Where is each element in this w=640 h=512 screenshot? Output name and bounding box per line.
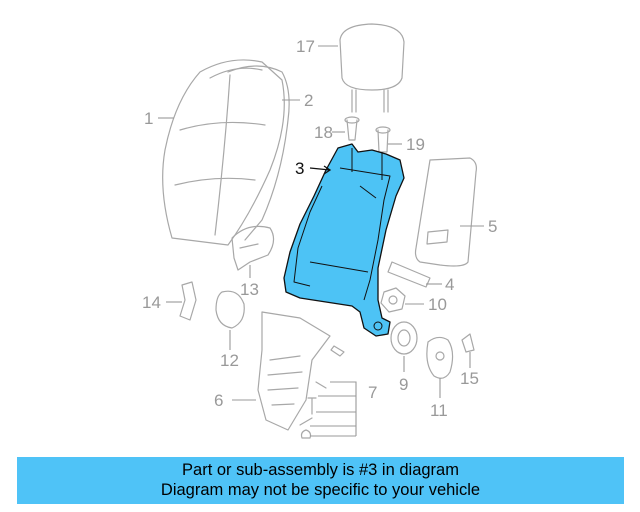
part-11-handle [426, 336, 454, 379]
part-14-clip [179, 281, 197, 321]
callout-9: 9 [399, 375, 408, 394]
callout-7: 7 [368, 383, 377, 402]
part-4-bar [387, 261, 431, 288]
part-3-seat-back-frame [283, 143, 405, 337]
part-6-mechanism [257, 311, 345, 431]
callout-3: 3 [295, 159, 304, 178]
callout-14: 14 [142, 293, 161, 312]
part-18-guide [344, 116, 360, 141]
callout-15: 15 [460, 369, 479, 388]
callout-10: 10 [428, 295, 447, 314]
part-13-bracket [231, 225, 275, 271]
callout-13: 13 [240, 280, 259, 299]
callout-11: 11 [430, 401, 448, 420]
part-12-cover [215, 290, 245, 329]
part-9-knob [390, 321, 418, 355]
part-19-guide [375, 126, 391, 153]
banner-line-disclaimer: Diagram may not be specific to your vehi… [160, 481, 481, 499]
part-3-leader-arrow [309, 165, 332, 175]
callout-12: 12 [220, 351, 239, 370]
callout-2: 2 [304, 91, 313, 110]
callout-1: 1 [144, 109, 153, 128]
part-7-fasteners [299, 381, 327, 439]
leader-lines [158, 45, 484, 437]
callout-18: 18 [314, 123, 333, 142]
info-banner: Part or sub-assembly is #3 in diagram Di… [17, 457, 624, 504]
callout-6: 6 [214, 391, 223, 410]
callout-17: 17 [296, 37, 315, 56]
part-1-seat-cushion [162, 59, 285, 246]
part-2-seat-cover [227, 65, 290, 241]
callout-19: 19 [406, 135, 425, 154]
part-5-back-panel [414, 157, 477, 267]
banner-line-part: Part or sub-assembly is #3 in diagram [182, 461, 459, 479]
callout-4: 4 [445, 275, 454, 294]
callout-5: 5 [488, 217, 497, 236]
part-17-headrest [339, 23, 405, 113]
part-15-cap [461, 333, 475, 353]
seat-parts-diagram: 1 2 3 4 5 6 7 9 10 11 12 13 14 15 17 18 … [142, 23, 497, 439]
part-10-nut [380, 287, 406, 313]
